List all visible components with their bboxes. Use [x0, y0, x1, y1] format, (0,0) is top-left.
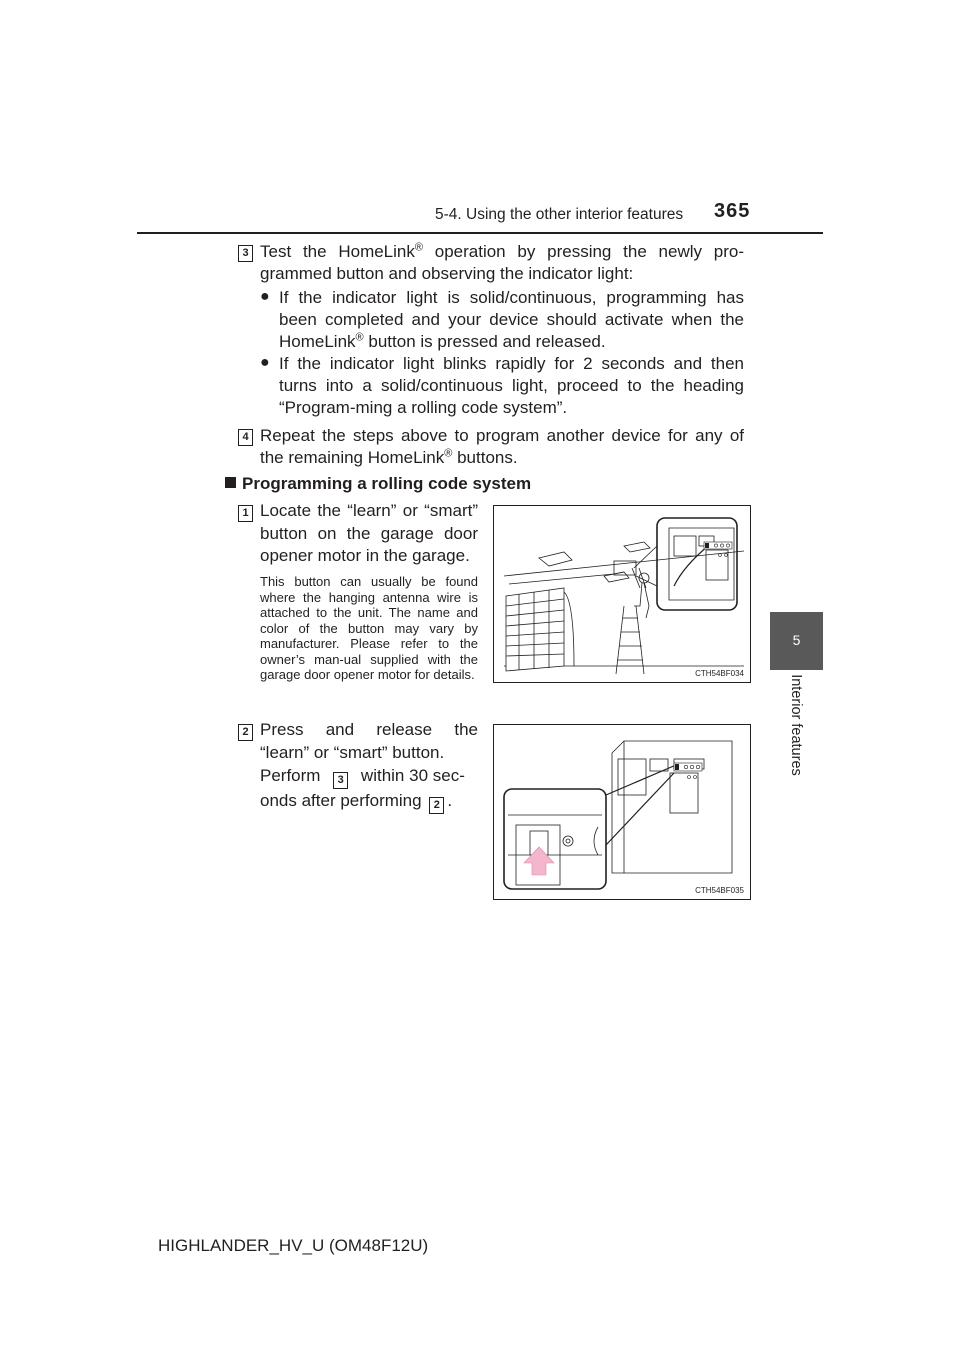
figure-code: CTH54BF035 — [695, 886, 744, 895]
perform-text-a: Perform — [260, 766, 321, 785]
learn-button-illustration — [503, 740, 733, 890]
step-4-text-b: buttons. — [452, 448, 518, 467]
step-badge-2: 2 — [238, 724, 253, 741]
bullet-1-text-a: If the indicator light is solid/continuo… — [279, 288, 744, 351]
bullet-2-text: If the indicator light blinks rapidly fo… — [279, 354, 744, 417]
bullet-icon: ● — [260, 288, 270, 305]
square-bullet-icon — [225, 477, 236, 488]
garage-illustration — [503, 517, 745, 675]
figure-learn-button: CTH54BF035 — [493, 724, 751, 900]
perform-text-c: . — [447, 791, 453, 810]
figure-garage-opener: CTH54BF034 — [493, 505, 751, 683]
bullet-icon: ● — [260, 354, 270, 371]
rc-step-2-perform: Perform 3 within 30 sec-onds after perfo… — [260, 764, 478, 814]
step-3-text-a: Test the HomeLink — [260, 242, 415, 261]
step-badge-4: 4 — [238, 429, 253, 446]
page-number: 365 — [714, 200, 751, 222]
step-badge-1: 1 — [238, 505, 253, 522]
step-ref-badge-2: 2 — [429, 797, 445, 814]
rc-step-2-text: Press and release the “learn” or “smart”… — [260, 720, 478, 762]
chapter-label: Interior features — [788, 674, 804, 776]
rc-step-1-text: Locate the “learn” or “smart” button on … — [260, 501, 478, 565]
header-divider — [137, 232, 823, 234]
step-ref-badge-3: 3 — [333, 772, 349, 789]
chapter-tab: 5 — [770, 612, 823, 670]
bullet-1-text-b: button is pressed and released. — [363, 332, 606, 351]
figure-code: CTH54BF034 — [695, 669, 744, 678]
step-4-text-a: Repeat the steps above to program anothe… — [260, 426, 744, 467]
footer-model-code: HIGHLANDER_HV_U (OM48F12U) — [158, 1236, 429, 1255]
bullet-1-text: If the indicator light is solid/continuo… — [279, 287, 744, 353]
step-3-text-b: operation by pressing the newly pro-gram… — [260, 242, 744, 283]
section-title: 5-4. Using the other interior features — [435, 206, 684, 223]
perform-text-b: within 30 sec-onds after performing — [260, 766, 465, 810]
registered-mark: ® — [414, 241, 423, 254]
step-badge-3: 3 — [238, 245, 253, 262]
registered-mark: ® — [355, 331, 364, 344]
section-heading-text: Programming a rolling code system — [242, 474, 532, 493]
section-heading: Programming a rolling code system — [225, 474, 531, 494]
step-3-text: Test the HomeLink® operation by pressing… — [260, 241, 744, 285]
step-4-text: Repeat the steps above to program anothe… — [260, 425, 744, 469]
chapter-number: 5 — [792, 632, 801, 648]
registered-mark: ® — [444, 447, 453, 460]
rc-step-1-note: This button can usually be found where t… — [260, 574, 478, 682]
